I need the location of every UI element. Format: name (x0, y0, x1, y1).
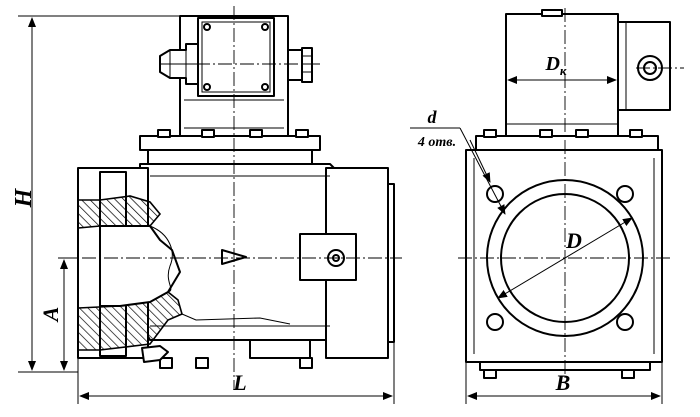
dimension-a: A (38, 257, 78, 371)
dimension-l: L (77, 342, 395, 404)
label-holes-count: 4 отв. (417, 135, 456, 150)
coil-housing (159, 15, 313, 137)
hole-callout: d 4 отв. (410, 107, 506, 215)
dimension-b: B (465, 362, 663, 404)
label-d-bore: D (565, 228, 582, 253)
label-a: A (38, 307, 63, 324)
label-h: H (11, 187, 37, 208)
dimension-h: H (11, 15, 180, 373)
label-dk-main: D (544, 53, 559, 75)
label-b: B (555, 370, 571, 395)
label-d-holes: d (428, 107, 438, 127)
top-flange (139, 129, 321, 165)
front-view: H A L (11, 6, 402, 404)
label-l: L (232, 370, 246, 395)
section-cut (77, 195, 291, 363)
side-flange (465, 129, 663, 379)
side-view: Dк D (410, 8, 684, 404)
side-coil: Dк (505, 9, 671, 137)
label-dk-sub: к (560, 63, 567, 78)
label-dk: Dк (544, 53, 566, 78)
